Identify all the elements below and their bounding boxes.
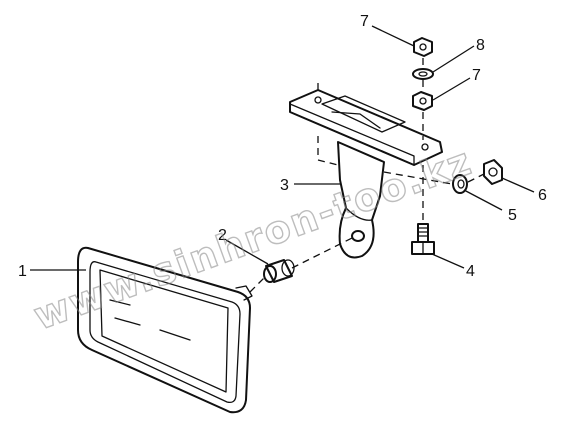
headlamp	[77, 246, 253, 414]
callout-7-lower: 7	[472, 67, 481, 84]
washer	[452, 174, 468, 194]
watermark: www.sinhron-too.kz	[28, 139, 478, 339]
callout-4: 4	[466, 263, 475, 280]
callout-5: 5	[508, 207, 517, 224]
side-nut	[483, 159, 503, 185]
callout-3: 3	[280, 177, 289, 194]
callout-8: 8	[476, 37, 485, 54]
callout-1: 1	[18, 263, 27, 280]
callout-7-top: 7	[360, 13, 369, 30]
lock-washer	[412, 68, 434, 80]
spacer-sleeve	[263, 259, 295, 283]
lower-nut	[412, 91, 433, 111]
top-nut	[413, 37, 433, 57]
assembly-axes	[249, 58, 485, 293]
bolt	[411, 223, 435, 255]
leader-lines	[30, 25, 535, 271]
callout-6: 6	[538, 187, 547, 204]
callout-2: 2	[218, 227, 227, 244]
